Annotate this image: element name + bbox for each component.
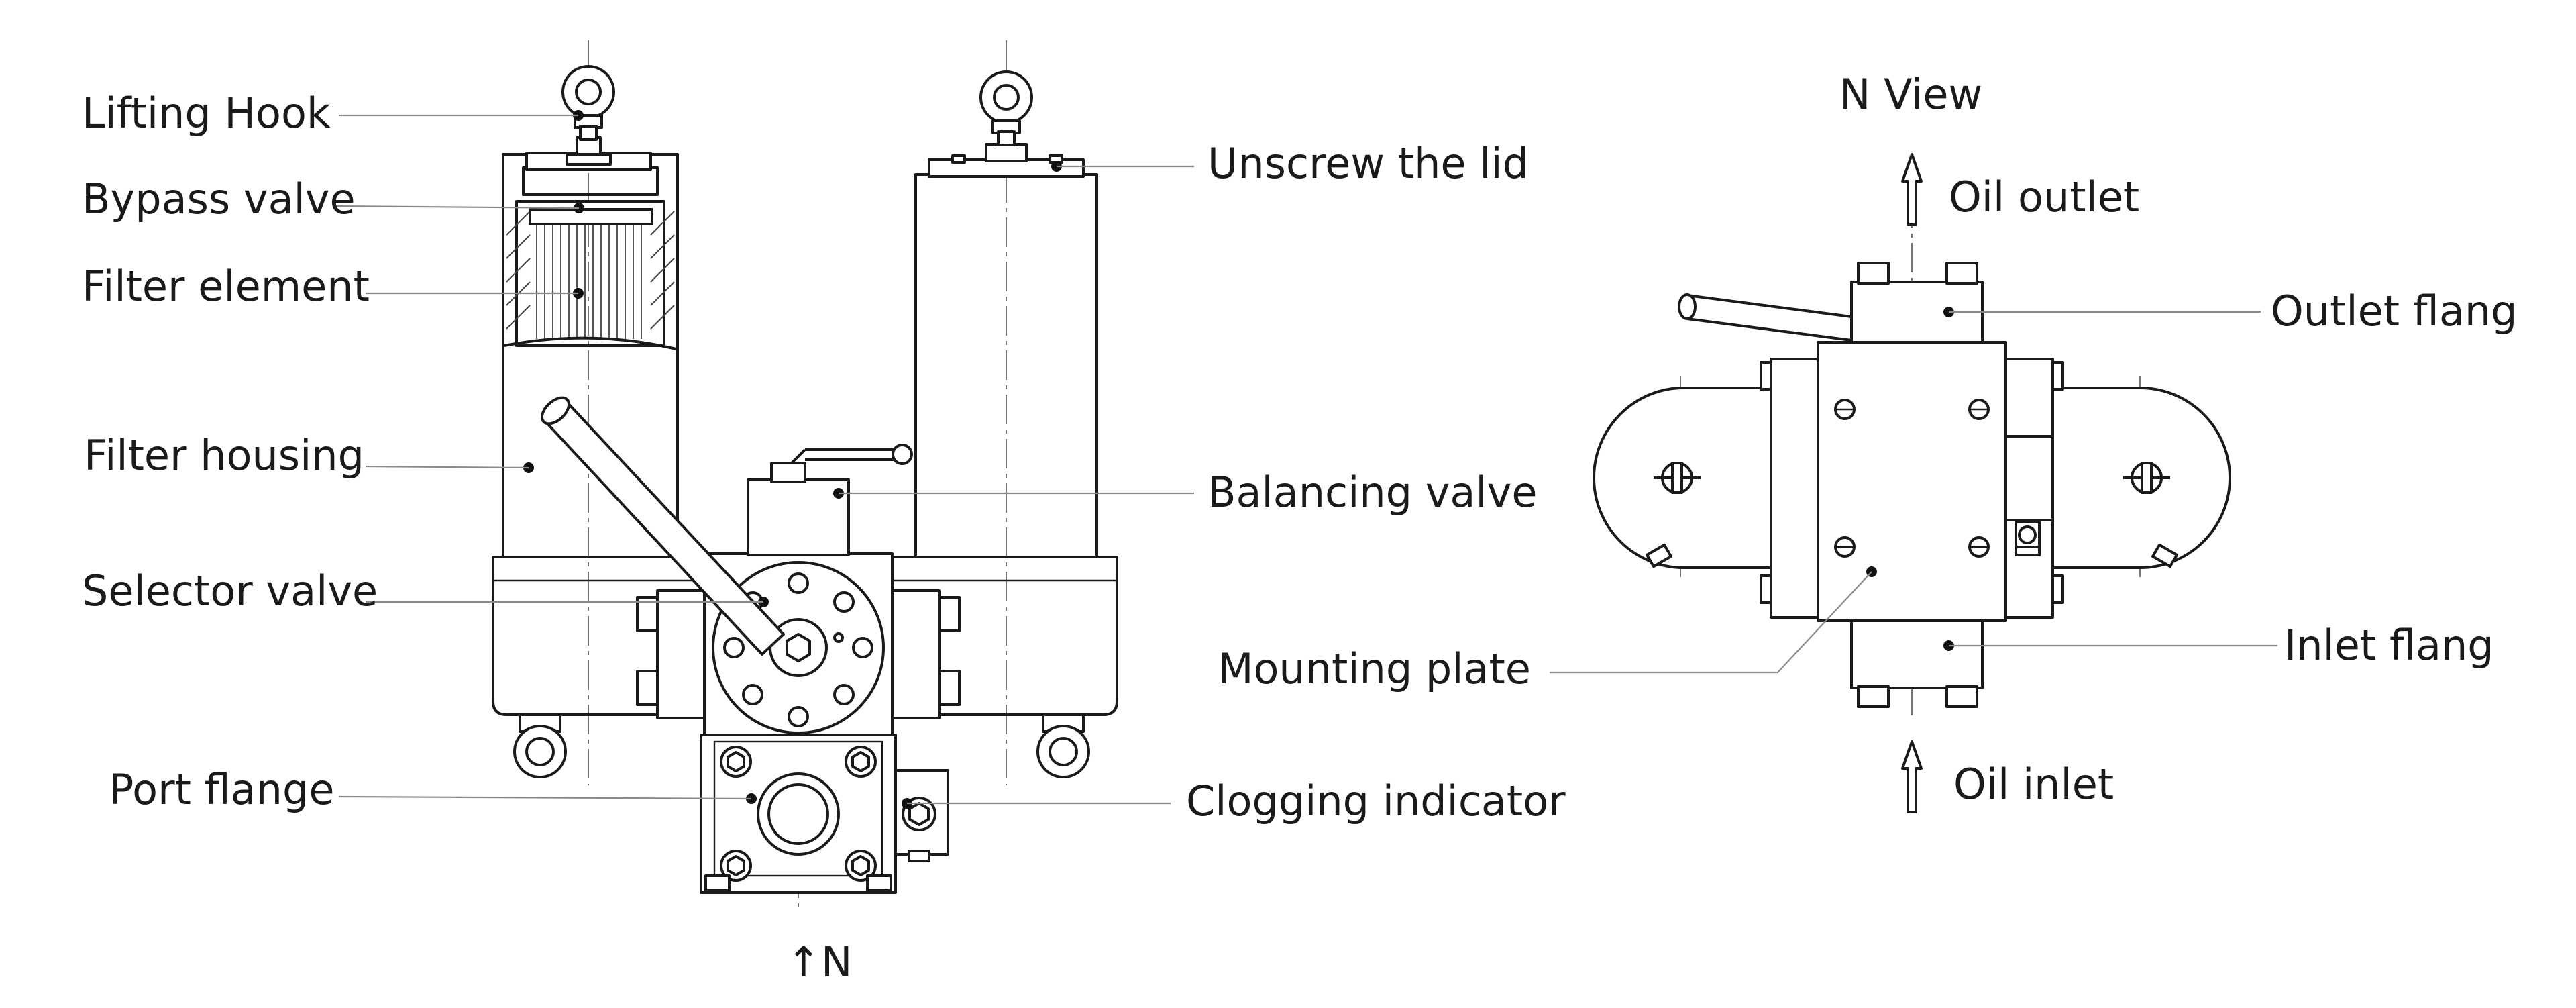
label-clogging-indicator: Clogging indicator	[1186, 776, 1566, 825]
label-lifting-hook: Lifting Hook	[82, 89, 331, 138]
left-lid	[525, 152, 652, 171]
front-view	[335, 40, 1194, 913]
n-view-selector-handle	[1678, 293, 1853, 342]
label-balancing-valve: Balancing valve	[1208, 468, 1537, 517]
base-lifting-lug-right-icon	[1036, 713, 1090, 778]
mounting-plate	[1817, 341, 2007, 622]
selector-handle	[541, 396, 785, 656]
oil-inlet-arrow-icon	[1901, 740, 1923, 813]
oil-outlet-arrow-icon	[1901, 153, 1923, 226]
filter-element-pleats	[536, 225, 642, 339]
clogging-indicator	[894, 769, 949, 862]
lifting-hook-right-icon	[979, 70, 1033, 146]
label-selector-valve: Selector valve	[82, 566, 378, 615]
label-unscrew-lid: Unscrew the lid	[1208, 139, 1529, 188]
label-inlet-flang: Inlet flang	[2284, 621, 2494, 670]
right-housing-lobe	[2051, 387, 2231, 569]
n-view	[1550, 153, 2277, 813]
label-filter-element: Filter element	[82, 262, 370, 311]
lifting-hook-icon	[561, 65, 615, 141]
housing-wall-hatch	[506, 211, 675, 330]
inlet-flange	[1850, 619, 1984, 708]
port-flange	[700, 734, 897, 894]
base-lifting-lug-left-icon	[513, 713, 567, 778]
outlet-flange	[1850, 262, 1984, 350]
label-outlet-flang: Outlet flang	[2271, 287, 2518, 336]
label-port-flange: Port flange	[109, 765, 334, 814]
label-n-direction: ↑N	[786, 938, 852, 987]
label-mounting-plate: Mounting plate	[1218, 644, 1531, 693]
label-n-view: N View	[1839, 70, 1982, 119]
label-bypass-valve: Bypass valve	[82, 174, 356, 223]
label-oil-inlet: Oil inlet	[1953, 760, 2114, 809]
left-housing-lobe	[1593, 387, 1772, 569]
n-view-clogging-indicator	[2004, 435, 2054, 556]
balancing-valve	[747, 444, 913, 556]
label-oil-outlet: Oil outlet	[1949, 172, 2139, 221]
label-filter-housing: Filter housing	[84, 431, 364, 480]
port-flange-bolt-icons	[720, 746, 877, 882]
mounting-bolt-icons	[1834, 399, 1990, 558]
